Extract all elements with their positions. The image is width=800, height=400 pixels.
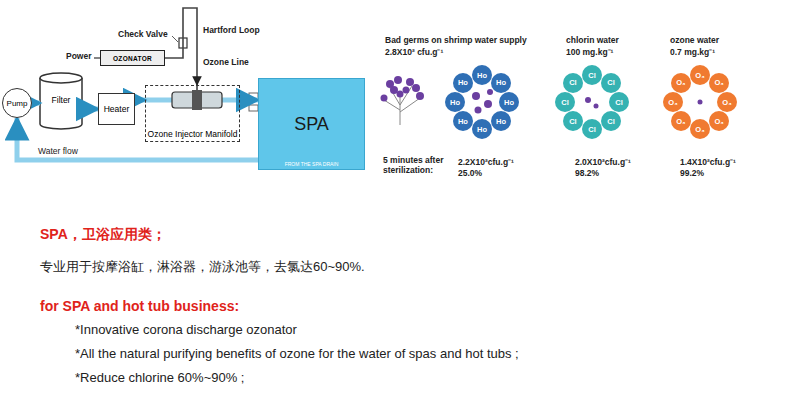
node-label: Ho [477,71,487,80]
molecule-circle: O₃ [709,73,729,93]
column-title: chlorin water [566,36,619,46]
molecule-circle: O₃ [671,73,691,93]
molecule-circle: Ho [472,65,492,85]
measurement: 1.4X10²cfu.g⁻¹ [680,158,736,168]
column-title: Bad germs on shrimp water supply [385,36,550,46]
node-label: O₃ [676,78,685,87]
molecule-circle: Cl [563,111,583,131]
node-label: Cl [615,98,623,107]
section-heading: SPA，卫浴应用类； [40,226,166,244]
molecule-circle: Cl [582,119,602,139]
node-label: SPA [294,114,329,135]
molecule-circle: O₃ [671,111,691,131]
water-pipe [135,98,145,103]
molecule-circle: Cl [555,92,575,112]
node-label: Ho [458,117,468,126]
node-label: Cl [607,78,615,87]
node-label: O₃ [676,117,685,126]
node-label: Pump [7,99,28,108]
node-label: Cl [569,78,577,87]
node-label: Cl [561,98,569,107]
node-label: OZONATOR [113,55,152,62]
ozone-line [165,8,197,85]
section-heading: for SPA and hot tub business: [40,298,239,314]
molecule-circle: O₃ [690,119,710,139]
node-label: Ozone Injector Manifold [148,130,238,139]
germ-cluster [381,76,425,125]
percentage: 98.2% [575,169,599,179]
molecule-circle: Ho [491,73,511,93]
measurement: 100 mg.kg⁻¹ [566,48,613,58]
caption-text: FROM THE SPA DRAIN [259,161,364,167]
measurement: 2.2X10²cfu.g⁻¹ [458,158,514,168]
water-pipe [82,107,98,112]
molecule-circle: Ho [499,92,519,112]
water-pipe [17,118,258,160]
node-label: O₃ [722,98,731,107]
measurement: 2.0X10²cfu.g⁻¹ [575,158,631,168]
node-label: Ho [458,78,468,87]
node-label: Ho [504,98,514,107]
node-label: Cl [569,117,577,126]
molecule-circle: Ho [445,92,465,112]
ozonator-box: OZONATOR [100,50,165,66]
molecule-circle: Ho [472,119,492,139]
node-label: O₃ [668,98,677,107]
filter-drawing [40,73,82,129]
molecule-circle: O₃ [709,111,729,131]
percentage: 99.2% [680,169,704,179]
leader-line [172,36,178,42]
node-label: Ho [496,78,506,87]
node-label: Filter [52,95,71,105]
molecule-circle: Ho [453,111,473,131]
molecule-circle: Cl [601,73,621,93]
node-label: Cl [607,117,615,126]
row-title: 5 minutes after sterilization: [383,156,453,176]
percentage: 25.0% [458,169,482,179]
callout-text: Power [66,52,92,62]
spa-tub: SPA FROM THE SPA DRAIN [258,78,365,170]
manifold-box: Ozone Injector Manifold [145,85,240,142]
node-label: Heater [104,104,130,114]
molecule-circle: Ho [453,73,473,93]
node-label: O₃ [695,125,704,134]
callout-text: Check Valve [118,30,168,40]
node-label: O₃ [714,117,723,126]
molecule-circle: Cl [582,65,602,85]
molecule-circle: O₃ [717,92,737,112]
node-label: Cl [588,71,596,80]
molecule-circle: O₃ [690,65,710,85]
bullet-text: *All the natural purifying benefits of o… [75,346,519,361]
measurement: 0.7 mg.kg⁻¹ [670,48,715,58]
callout-text: Hartford Loop [203,26,260,36]
node-label: Ho [496,117,506,126]
column-title: ozone water [670,36,719,46]
water-pipe [240,98,258,103]
node-label: O₃ [695,71,704,80]
filter-tank: Filter [40,72,82,128]
node-label: Ho [450,98,460,107]
edge-label: Water flow [36,146,80,156]
bullet-text: *Reduce chlorine 60%~90% ; [75,370,244,385]
node-label: Ho [477,125,487,134]
injector-throat [192,90,202,110]
molecule-circle: O₃ [663,92,683,112]
molecule-circle: Cl [609,92,629,112]
molecule-circle: Cl [601,111,621,131]
water-pipe [32,101,40,106]
molecule-circle: Ho [491,111,511,131]
measurement: 2.8X10² cfu.g⁻¹ [385,48,443,58]
callout-text: Ozone Line [203,58,249,68]
body-text: 专业用于按摩浴缸，淋浴器，游泳池等，去氯达60~90%. [40,258,365,276]
molecule-circle: Cl [563,73,583,93]
pump-circle: Pump [2,88,32,118]
germ-dots [472,89,703,114]
heater-box: Heater [98,93,135,125]
node-label: O₃ [714,78,723,87]
bullet-text: *Innovative corona discharge ozonator [75,322,297,337]
node-label: Cl [588,125,596,134]
